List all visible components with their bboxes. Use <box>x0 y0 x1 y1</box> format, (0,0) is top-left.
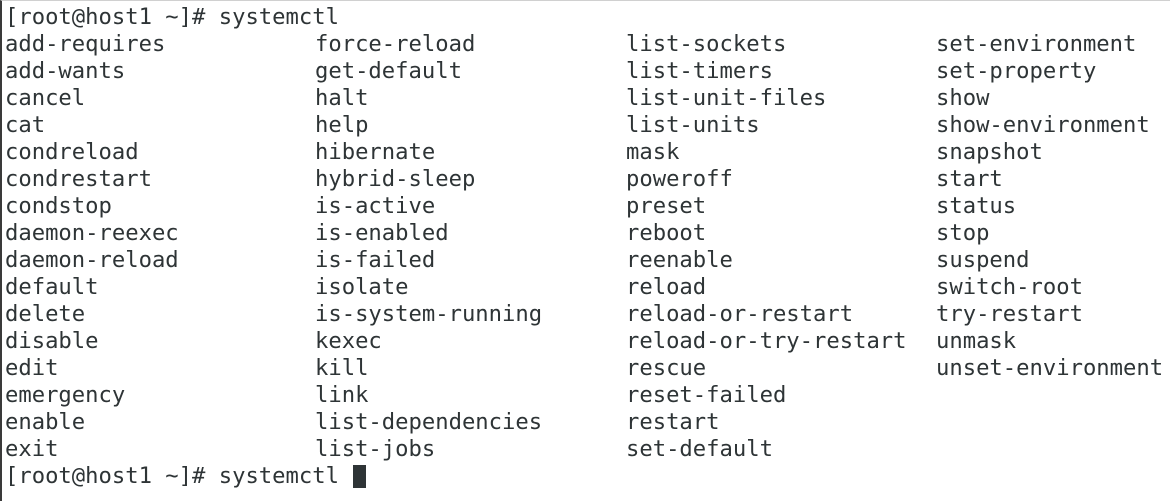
prompt-line-first: [root@host1 ~]# systemctl <box>5 4 339 31</box>
completion-item: reset-failed <box>626 382 787 408</box>
completion-item: kexec <box>315 328 382 354</box>
completion-item: isolate <box>315 274 409 300</box>
completion-item: list-units <box>626 112 760 138</box>
completion-item: stop <box>936 220 990 246</box>
completion-item: poweroff <box>626 166 733 192</box>
completion-item: add-wants <box>5 58 126 84</box>
completion-item: rescue <box>626 355 707 381</box>
completion-item: switch-root <box>936 274 1083 300</box>
completion-item: disable <box>5 328 99 354</box>
completion-item: set-environment <box>936 31 1137 57</box>
completion-item: restart <box>626 409 720 435</box>
completion-item: list-sockets <box>626 31 787 57</box>
completion-item: start <box>936 166 1003 192</box>
completion-item: show <box>936 85 990 111</box>
completion-item: link <box>315 382 369 408</box>
completion-item: hibernate <box>315 139 436 165</box>
prompt: [root@host1 ~]# <box>5 463 219 489</box>
prompt-line-current[interactable]: [root@host1 ~]# systemctl <box>5 463 367 490</box>
prompt: [root@host1 ~]# <box>5 4 219 30</box>
completion-item: unmask <box>936 328 1017 354</box>
completion-item: condrestart <box>5 166 152 192</box>
completion-item: force-reload <box>315 31 476 57</box>
completion-item: set-default <box>626 436 773 462</box>
completion-item: help <box>315 112 369 138</box>
completion-item: show-environment <box>936 112 1150 138</box>
completion-item: cat <box>5 112 46 138</box>
completion-item: kill <box>315 355 369 381</box>
completion-item: try-restart <box>936 301 1083 327</box>
completion-item: edit <box>5 355 59 381</box>
completion-item: daemon-reload <box>5 247 179 273</box>
completion-item: snapshot <box>936 139 1043 165</box>
completion-item: set-property <box>936 58 1097 84</box>
command-text: systemctl <box>218 4 339 30</box>
completion-item: reload-or-try-restart <box>626 328 907 354</box>
completion-item: reload <box>626 274 707 300</box>
completion-item: emergency <box>5 382 126 408</box>
completion-item: hybrid-sleep <box>315 166 476 192</box>
completion-item: halt <box>315 85 369 111</box>
command-input[interactable]: systemctl <box>218 463 353 489</box>
text-cursor <box>353 465 367 488</box>
completion-item: default <box>5 274 99 300</box>
completion-item: exit <box>5 436 59 462</box>
completion-item: cancel <box>5 85 86 111</box>
completion-item: is-system-running <box>315 301 543 327</box>
completion-item: status <box>936 193 1017 219</box>
completion-item: delete <box>5 301 86 327</box>
completion-item: daemon-reexec <box>5 220 179 246</box>
completion-item: enable <box>5 409 86 435</box>
completion-item: condreload <box>5 139 139 165</box>
completion-item: is-enabled <box>315 220 449 246</box>
completion-item: is-active <box>315 193 436 219</box>
completion-item: preset <box>626 193 707 219</box>
completion-item: get-default <box>315 58 462 84</box>
completion-item: list-timers <box>626 58 773 84</box>
completion-item: condstop <box>5 193 112 219</box>
completion-item: list-jobs <box>315 436 436 462</box>
completion-item: reload-or-restart <box>626 301 854 327</box>
completion-item: reboot <box>626 220 707 246</box>
completion-item: is-failed <box>315 247 436 273</box>
completion-item: mask <box>626 139 680 165</box>
completion-item: unset-environment <box>936 355 1164 381</box>
completion-item: list-dependencies <box>315 409 543 435</box>
completion-item: list-unit-files <box>626 85 827 111</box>
completion-item: reenable <box>626 247 733 273</box>
completion-item: suspend <box>936 247 1030 273</box>
completion-item: add-requires <box>5 31 166 57</box>
